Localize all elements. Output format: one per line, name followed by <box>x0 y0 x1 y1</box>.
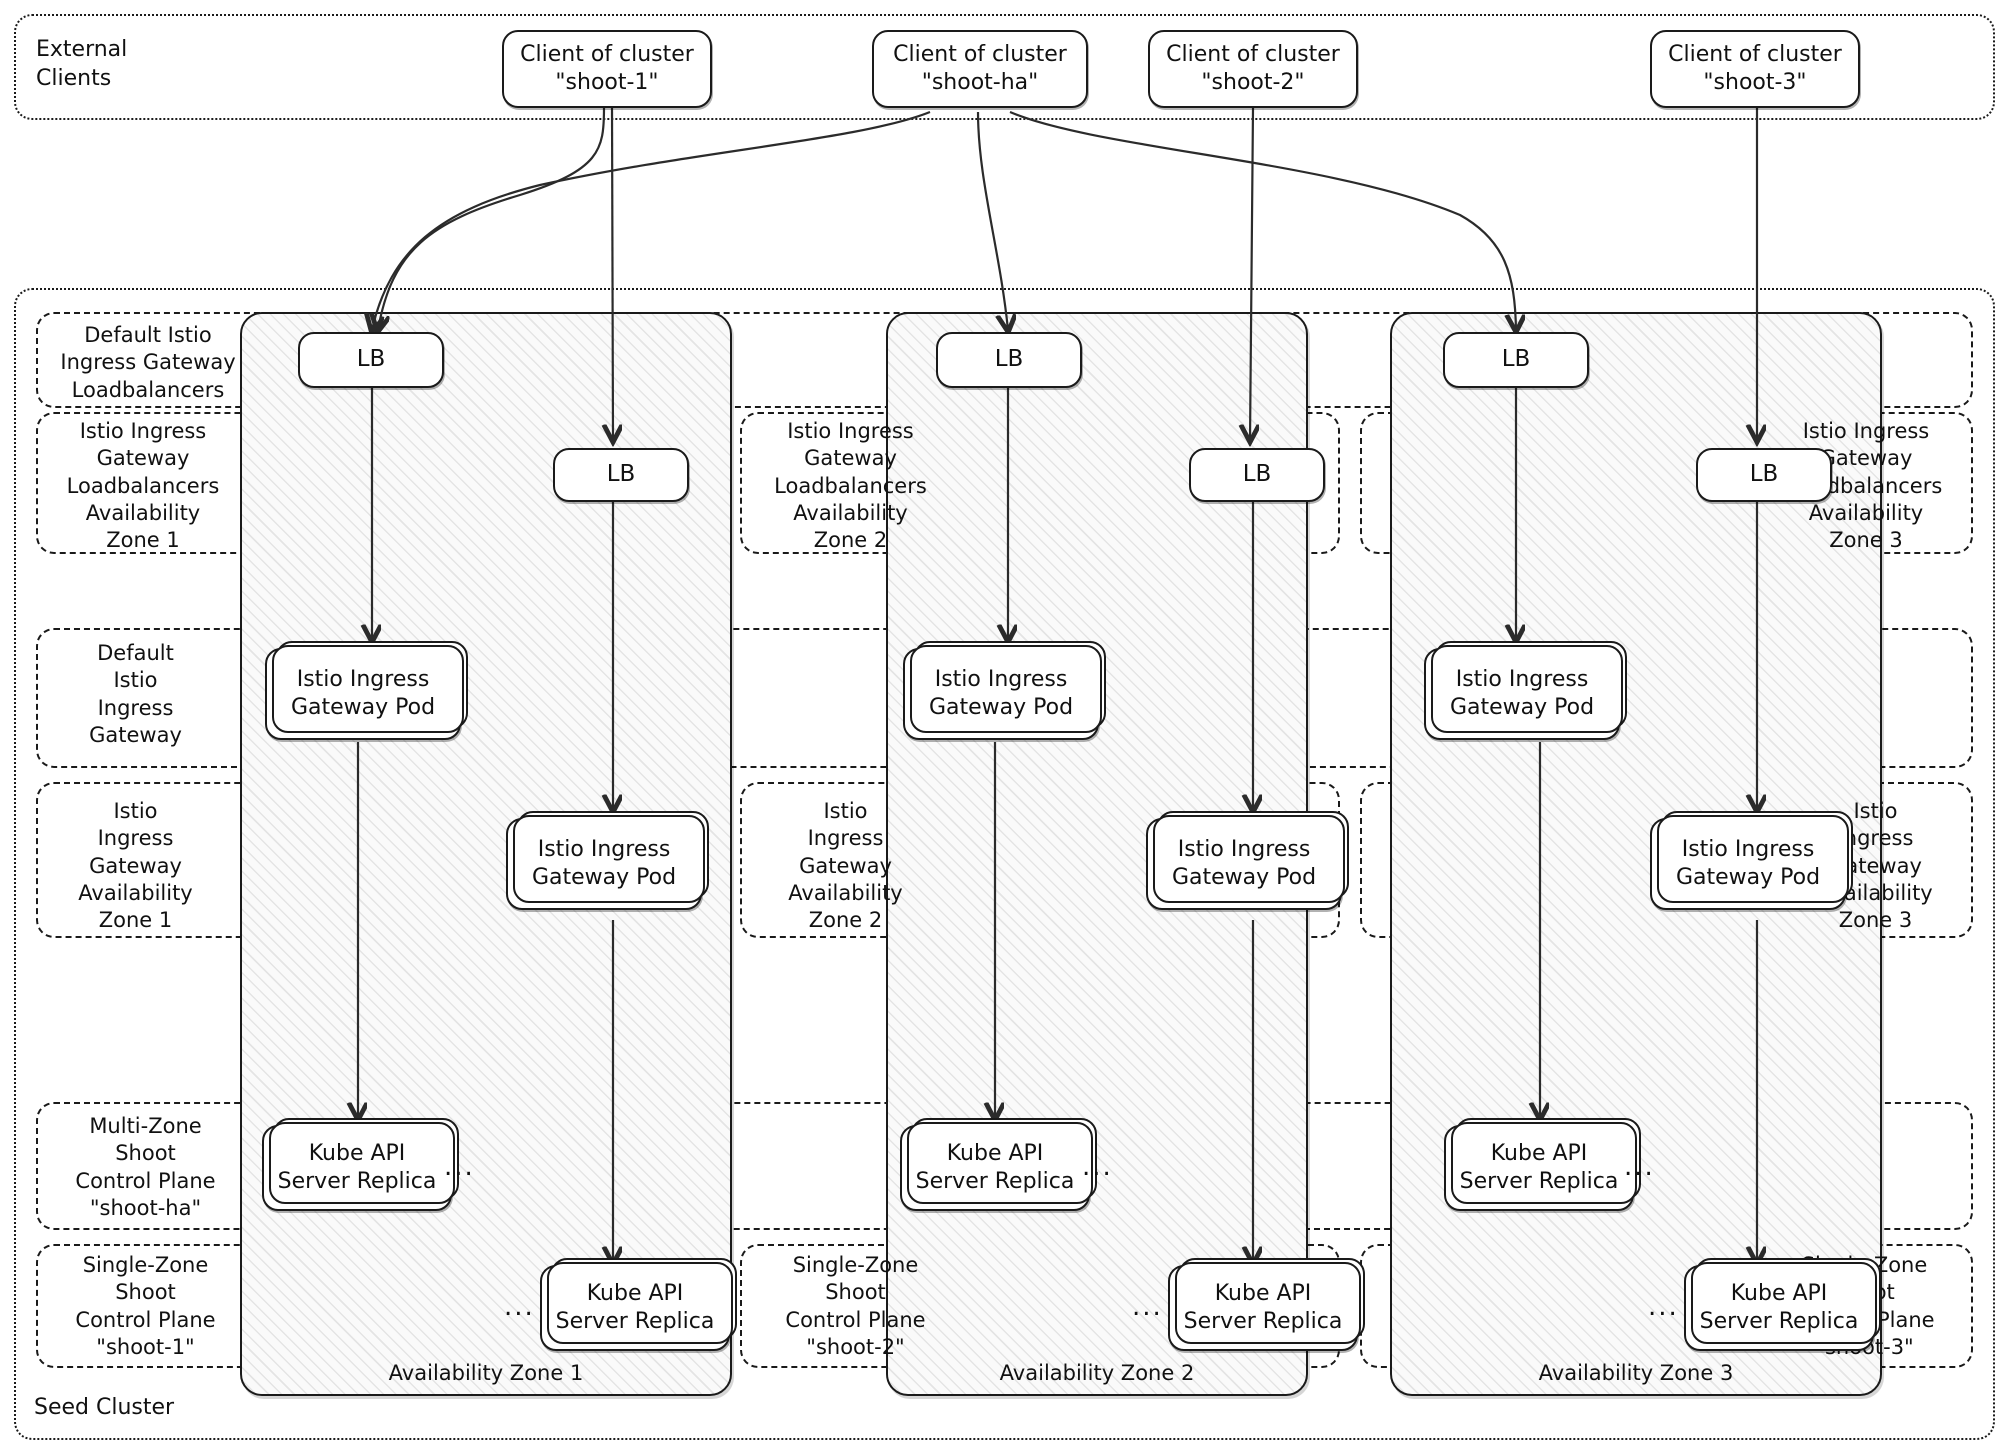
client-of-cluster-shoot-ha[interactable]: Client of cluster "shoot-ha" <box>872 30 1088 108</box>
client-shoot-2-label: Client of cluster "shoot-2" <box>1166 41 1340 95</box>
kube-api-server-replica-shoot-ha-zone-1[interactable]: Kube API Server Replica <box>262 1118 459 1211</box>
availability-zone-3-label: Availability Zone 3 <box>1538 1360 1734 1385</box>
default-istio-ingress-gateway-pod-zone-1[interactable]: Istio Ingress Gateway Pod <box>265 641 468 740</box>
zonal-istio-ingress-gateway-pod-zone-2[interactable]: Istio Ingress Gateway Pod <box>1146 811 1349 910</box>
group-seed-cluster-label: Seed Cluster <box>34 1395 175 1420</box>
client-of-cluster-shoot-3[interactable]: Client of cluster "shoot-3" <box>1650 30 1860 108</box>
kube-api-ellipsis-shoot-ha-zone-1: ... <box>444 1152 475 1182</box>
default-loadbalancer-zone-3[interactable]: LB <box>1443 332 1589 388</box>
istio-pod-label: Istio Ingress Gateway Pod <box>531 836 677 890</box>
istio-pod-label: Istio Ingress Gateway Pod <box>1675 836 1821 890</box>
zonal-loadbalancer-zone-3[interactable]: LB <box>1696 448 1832 502</box>
lb-label: LB <box>1501 346 1531 373</box>
group-external-clients-label: External Clients <box>36 37 128 91</box>
default-istio-ingress-gateway-pod-zone-3[interactable]: Istio Ingress Gateway Pod <box>1424 641 1627 740</box>
lb-label: LB <box>1749 461 1779 488</box>
kube-api-ellipsis-shoot-ha-zone-2: ... <box>1082 1152 1113 1182</box>
kube-api-server-replica-shoot-ha-zone-2[interactable]: Kube API Server Replica <box>900 1118 1097 1211</box>
istio-pod-label: Istio Ingress Gateway Pod <box>290 666 436 720</box>
client-shoot-3-label: Client of cluster "shoot-3" <box>1668 41 1842 95</box>
lb-label: LB <box>606 461 636 488</box>
kube-api-label: Kube API Server Replica <box>277 1140 437 1194</box>
availability-zone-1-label: Availability Zone 1 <box>388 1360 584 1385</box>
client-of-cluster-shoot-2[interactable]: Client of cluster "shoot-2" <box>1148 30 1358 108</box>
kube-api-label: Kube API Server Replica <box>1459 1140 1619 1194</box>
istio-pod-label: Istio Ingress Gateway Pod <box>1171 836 1317 890</box>
zonal-loadbalancer-zone-2[interactable]: LB <box>1189 448 1325 502</box>
default-loadbalancer-zone-1[interactable]: LB <box>298 332 444 388</box>
kube-api-server-replica-shoot-ha-zone-3[interactable]: Kube API Server Replica <box>1444 1118 1641 1211</box>
kube-api-label: Kube API Server Replica <box>1699 1280 1859 1334</box>
kube-api-label: Kube API Server Replica <box>555 1280 715 1334</box>
client-of-cluster-shoot-1[interactable]: Client of cluster "shoot-1" <box>502 30 712 108</box>
istio-pod-label: Istio Ingress Gateway Pod <box>928 666 1074 720</box>
lb-label: LB <box>1242 461 1272 488</box>
zonal-istio-ingress-gateway-pod-zone-1[interactable]: Istio Ingress Gateway Pod <box>506 811 709 910</box>
kube-api-server-replica-shoot-3-zone-3[interactable]: Kube API Server Replica <box>1684 1258 1881 1351</box>
kube-api-ellipsis-shoot-2-zone-2: ... <box>1132 1292 1163 1322</box>
client-shoot-1-label: Client of cluster "shoot-1" <box>520 41 694 95</box>
kube-api-label: Kube API Server Replica <box>915 1140 1075 1194</box>
kube-api-label: Kube API Server Replica <box>1183 1280 1343 1334</box>
istio-pod-label: Istio Ingress Gateway Pod <box>1449 666 1595 720</box>
kube-api-ellipsis-shoot-1-zone-1: ... <box>504 1292 535 1322</box>
kube-api-server-replica-shoot-2-zone-2[interactable]: Kube API Server Replica <box>1168 1258 1365 1351</box>
availability-zone-2-label: Availability Zone 2 <box>999 1360 1195 1385</box>
zonal-loadbalancer-zone-1[interactable]: LB <box>553 448 689 502</box>
default-istio-ingress-gateway-pod-zone-2[interactable]: Istio Ingress Gateway Pod <box>903 641 1106 740</box>
kube-api-server-replica-shoot-1-zone-1[interactable]: Kube API Server Replica <box>540 1258 737 1351</box>
kube-api-ellipsis-shoot-ha-zone-3: ... <box>1624 1152 1655 1182</box>
lb-label: LB <box>356 346 386 373</box>
zonal-istio-ingress-gateway-pod-zone-3[interactable]: Istio Ingress Gateway Pod <box>1650 811 1853 910</box>
kube-api-ellipsis-shoot-3-zone-3: ... <box>1648 1292 1679 1322</box>
default-loadbalancer-zone-2[interactable]: LB <box>936 332 1082 388</box>
lb-label: LB <box>994 346 1024 373</box>
client-shoot-ha-label: Client of cluster "shoot-ha" <box>893 41 1067 95</box>
